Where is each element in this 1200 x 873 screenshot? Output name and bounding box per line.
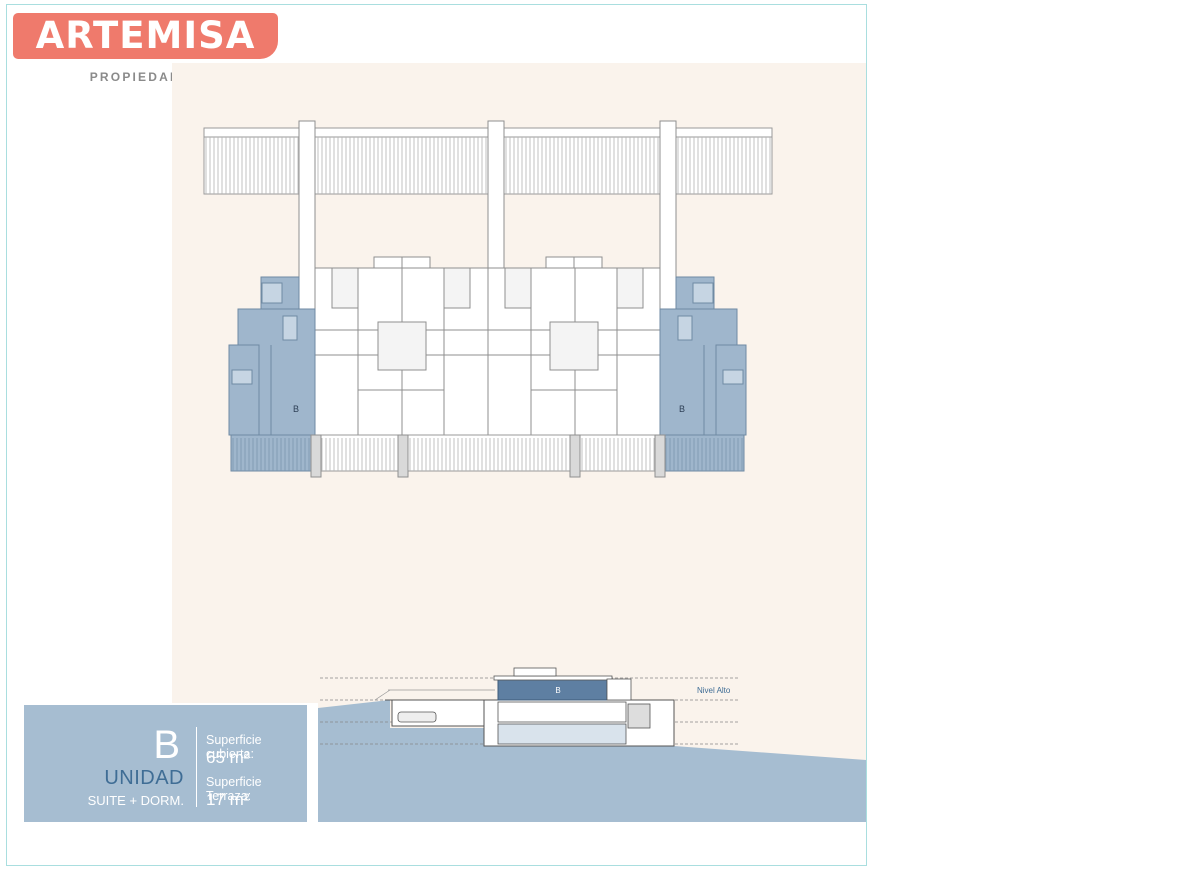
terrace-area-value: 17 m² [206, 790, 250, 809]
unit-b-left [228, 276, 316, 472]
brand-subtitle: PROPIEDADES [89, 70, 202, 84]
brand-logo: ARTEMISA [13, 13, 278, 59]
plan-unit-tag-left: B [293, 404, 299, 414]
info-divider [196, 727, 197, 807]
covered-area-value: 65 m² [206, 748, 250, 767]
terrace-band [310, 434, 666, 478]
plan-unit-tag-right: B [679, 404, 685, 414]
terrace-area-label: Superficie Terraza: [206, 775, 262, 803]
covered-area-label: Superficie cubierta: [206, 733, 262, 761]
unit-letter: B [153, 723, 180, 767]
section-drawing [318, 667, 866, 822]
section-unit-tag: B [555, 686, 560, 695]
section-level-label: Nivel Alto [697, 686, 731, 695]
building-body [314, 256, 661, 436]
brand-name: ARTEMISA [35, 14, 256, 57]
unit-word: UNIDAD [104, 767, 184, 789]
unit-info-panel: B UNIDAD SUITE + DORM. Superficie cubier… [24, 705, 307, 822]
unit-type: SUITE + DORM. [87, 793, 184, 808]
unit-b-right [659, 276, 747, 472]
